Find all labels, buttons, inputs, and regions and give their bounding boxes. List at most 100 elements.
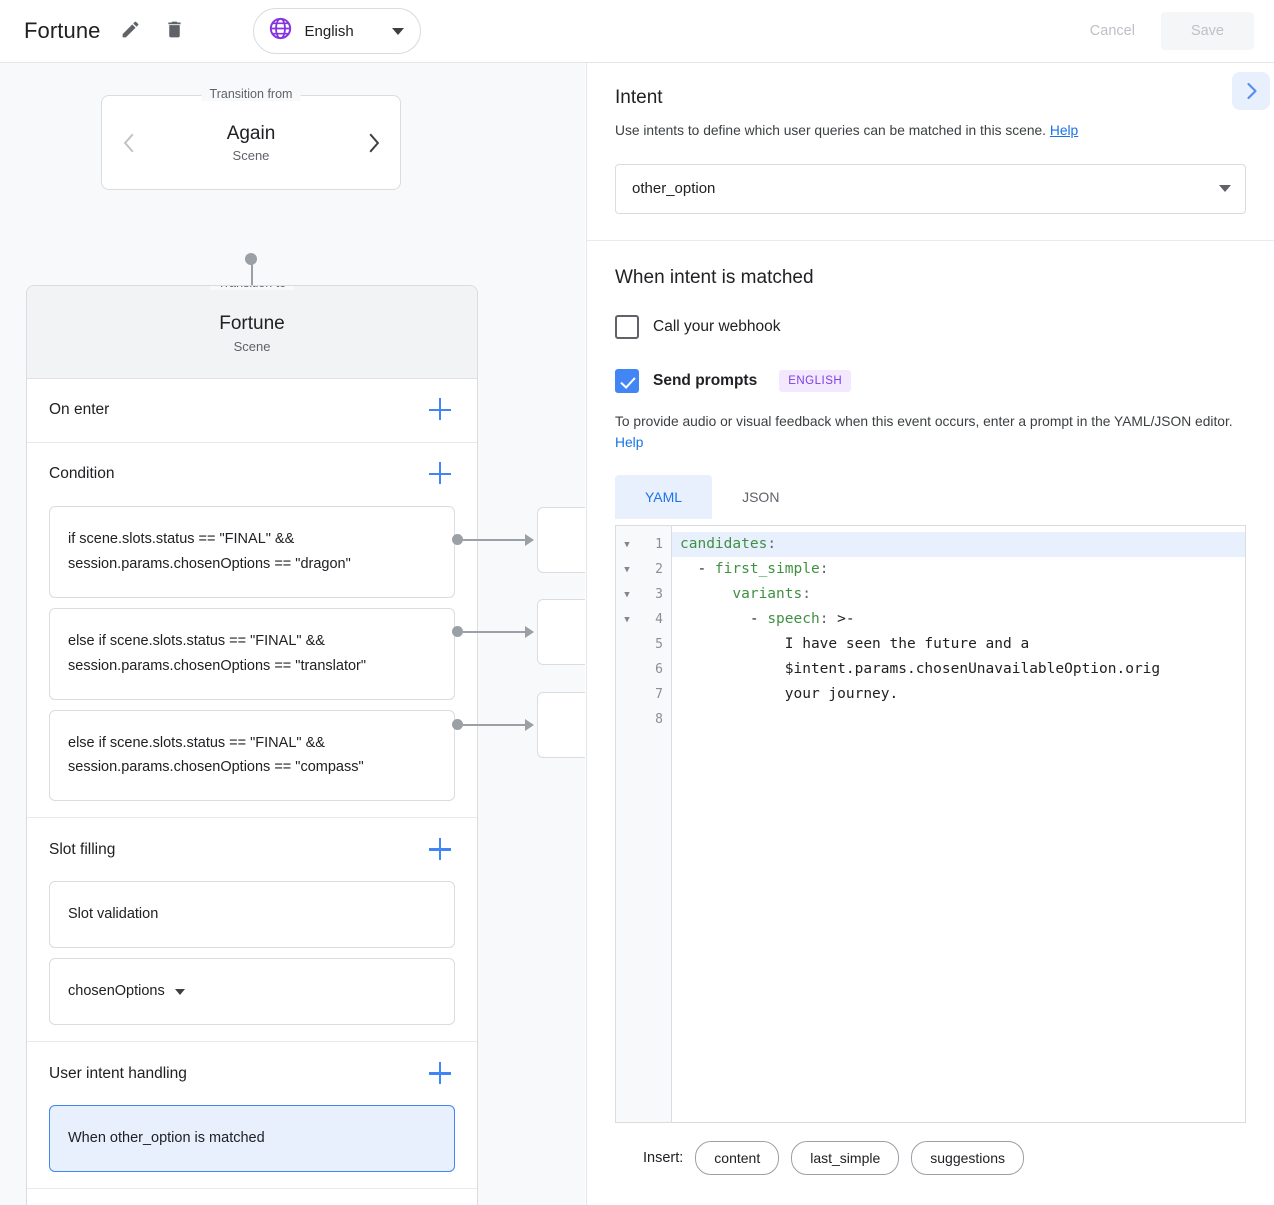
- globe-icon: [268, 16, 293, 46]
- yaml-colon: :: [802, 586, 811, 603]
- intent-help-link[interactable]: Help: [1049, 123, 1079, 138]
- slot-row: chosenOptions: [68, 979, 436, 1004]
- transition-from-card[interactable]: Transition from Again Scene: [101, 87, 401, 190]
- insert-chip-last-simple[interactable]: last_simple: [791, 1141, 900, 1176]
- yaml-colon: :: [767, 536, 777, 553]
- connector-arrow: [525, 719, 534, 731]
- section-user-intent-handling: User intent handling When other_option i…: [27, 1042, 477, 1190]
- yaml-indent: [680, 586, 732, 602]
- chevron-left-icon: [123, 133, 134, 152]
- prompt-description-text: To provide audio or visual feedback when…: [615, 413, 1233, 429]
- delete-scene-button[interactable]: [157, 13, 193, 49]
- language-label: English: [304, 22, 354, 40]
- transition-from-content: Again Scene: [227, 122, 276, 164]
- page-title: Fortune: [24, 18, 101, 43]
- yaml-key: variants: [732, 586, 803, 603]
- condition-target-card[interactable]: [537, 692, 585, 758]
- gutter-row: ▼1: [616, 532, 671, 557]
- trash-icon: [164, 19, 185, 43]
- webhook-row[interactable]: Call your webhook: [615, 314, 1246, 339]
- insert-chip-content[interactable]: content: [695, 1141, 780, 1176]
- pencil-icon: [120, 19, 141, 43]
- plus-icon[interactable]: [429, 837, 455, 863]
- line-number: 4: [655, 612, 663, 628]
- condition-item[interactable]: else if scene.slots.status == "FINAL" &&…: [49, 709, 455, 802]
- plus-icon[interactable]: [429, 461, 455, 487]
- yaml-indent: -: [680, 611, 768, 628]
- call-webhook-label: Call your webhook: [653, 317, 781, 335]
- user-intent-item-selected[interactable]: When other_option is matched: [49, 1105, 455, 1173]
- triangle-down-icon[interactable]: ▼: [624, 564, 630, 575]
- insert-chip-suggestions[interactable]: suggestions: [911, 1141, 1024, 1176]
- slot-validation-item[interactable]: Slot validation: [49, 881, 455, 949]
- code-line[interactable]: - first_simple:: [672, 557, 1245, 582]
- section-header-on-enter: On enter: [27, 379, 477, 442]
- section-header-slot-filling: Slot filling: [27, 818, 477, 881]
- intent-select[interactable]: other_option: [615, 163, 1246, 214]
- code-line[interactable]: I have seen the future and a: [680, 636, 1030, 653]
- intent-description-text: Use intents to define which user queries…: [615, 123, 1047, 138]
- yaml-colon: :: [819, 561, 829, 578]
- send-prompts-checkbox[interactable]: [615, 368, 639, 393]
- next-scene-button[interactable]: [360, 130, 386, 156]
- connector-line: [463, 539, 525, 541]
- condition-target-card[interactable]: [537, 507, 585, 573]
- save-button[interactable]: Save: [1160, 12, 1254, 50]
- tab-json[interactable]: JSON: [742, 489, 780, 506]
- connector-arrow: [525, 626, 534, 638]
- code-line[interactable]: - speech: >-: [672, 607, 1245, 632]
- editor-code-area[interactable]: candidates: - first_simple: variants: - …: [672, 526, 1245, 1122]
- prompt-help-link[interactable]: Help: [615, 435, 644, 451]
- editor-gutter: ▼1 ▼2 ▼3 ▼4 5 6 7 8: [616, 526, 672, 1123]
- prev-scene-button[interactable]: [116, 130, 142, 156]
- code-line[interactable]: your journey.: [680, 686, 899, 703]
- chevron-down-icon: [1219, 185, 1231, 193]
- yaml-colon: :: [819, 611, 829, 628]
- code-line[interactable]: variants:: [672, 582, 1245, 607]
- condition-item[interactable]: if scene.slots.status == "FINAL" && sess…: [49, 505, 455, 598]
- triangle-down-icon[interactable]: ▼: [624, 589, 630, 600]
- triangle-down-icon[interactable]: ▼: [624, 539, 630, 550]
- yaml-key: candidates: [680, 536, 768, 553]
- transition-from-name: Again: [226, 122, 276, 144]
- chevron-down-icon[interactable]: [174, 988, 185, 995]
- connector-line: [463, 724, 525, 726]
- condition-target-card[interactable]: [537, 599, 585, 665]
- yaml-editor[interactable]: ▼1 ▼2 ▼3 ▼4 5 6 7 8 candidates: - first_…: [615, 525, 1246, 1124]
- send-prompts-row[interactable]: Send prompts ENGLISH: [615, 368, 1246, 393]
- language-selector[interactable]: English: [252, 8, 421, 54]
- chevron-down-icon: [391, 27, 404, 35]
- transition-to-card[interactable]: Transition to Fortune Scene: [27, 286, 477, 379]
- transition-to-legend: Transition to: [209, 286, 295, 290]
- transition-to-name: Fortune: [219, 313, 285, 334]
- line-number: 8: [655, 712, 663, 728]
- condition-item[interactable]: else if scene.slots.status == "FINAL" &&…: [49, 607, 455, 700]
- edit-name-button[interactable]: [113, 13, 149, 49]
- triangle-down-icon[interactable]: ▼: [624, 614, 630, 625]
- line-number: 5: [655, 637, 663, 653]
- gutter-row: ▼3: [616, 582, 671, 607]
- section-title-slot-filling: Slot filling: [49, 840, 116, 858]
- code-line[interactable]: candidates:: [672, 532, 1245, 558]
- line-number: 7: [655, 687, 663, 703]
- plus-icon[interactable]: [429, 1061, 455, 1087]
- tab-yaml[interactable]: YAML: [615, 475, 713, 520]
- call-webhook-checkbox[interactable]: [615, 314, 639, 339]
- line-number: 3: [655, 587, 663, 603]
- code-line[interactable]: $intent.params.chosenUnavailableOption.o…: [680, 661, 1161, 678]
- code-line[interactable]: [672, 707, 1245, 732]
- section-slot-filling: Slot filling Slot validation chosenOptio…: [27, 818, 477, 1043]
- user-intent-list: When other_option is matched: [27, 1105, 477, 1188]
- insert-row: Insert: content last_simple suggestions: [615, 1123, 1246, 1176]
- plus-icon[interactable]: [429, 397, 455, 423]
- cancel-button[interactable]: Cancel: [1072, 13, 1153, 49]
- slot-filling-list: Slot validation chosenOptions: [27, 881, 477, 1041]
- yaml-key: first_simple: [714, 561, 820, 578]
- transition-from-legend: Transition from: [201, 87, 301, 101]
- intent-select-value: other_option: [632, 180, 716, 198]
- gutter-row: 5: [616, 632, 671, 657]
- intent-description: Use intents to define which user queries…: [615, 121, 1246, 142]
- expand-panel-button[interactable]: [1232, 72, 1270, 110]
- when-intent-matched-section: When intent is matched Call your webhook…: [587, 241, 1274, 1176]
- slot-item[interactable]: chosenOptions: [49, 958, 455, 1026]
